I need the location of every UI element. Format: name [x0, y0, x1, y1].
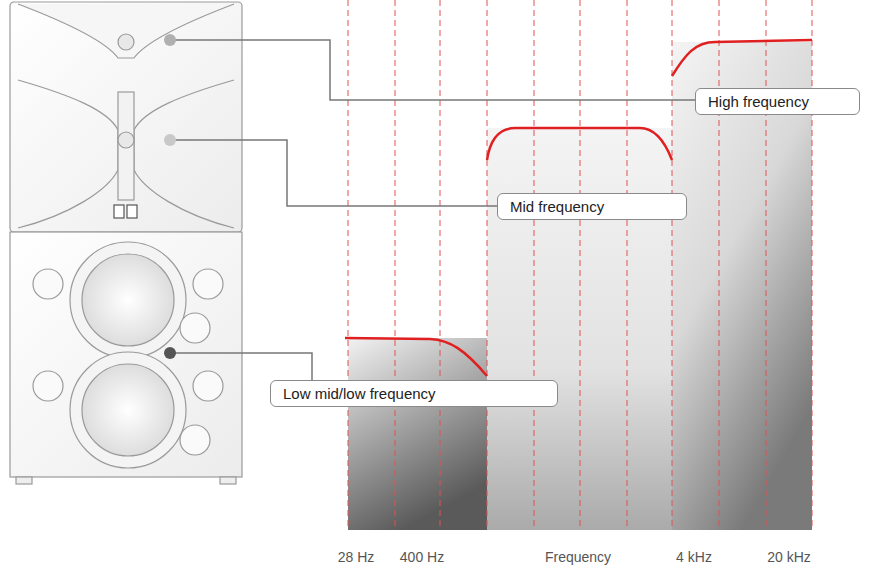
axis-label: 28 Hz [338, 549, 375, 565]
high-band [672, 42, 812, 530]
grid-line [812, 0, 813, 530]
grid-line [719, 0, 720, 530]
axis-label: Frequency [545, 549, 611, 565]
grid-line [580, 0, 581, 530]
callout-text: Mid frequency [510, 197, 674, 216]
callout-box: Mid frequency [497, 193, 687, 220]
grid-line [766, 0, 767, 530]
axis-label: 400 Hz [400, 549, 444, 565]
speaker [10, 2, 242, 484]
callout-box: High frequency [695, 88, 860, 115]
callout-dot [164, 347, 176, 359]
grid-line [348, 0, 349, 530]
grid-line [534, 0, 535, 530]
callout-box: Low mid/low frequency [270, 380, 558, 407]
callout-dot [164, 134, 176, 146]
axis-label: 20 kHz [767, 549, 811, 565]
low-band [348, 338, 487, 530]
grid-line [627, 0, 628, 530]
axis-label: 4 kHz [676, 549, 712, 565]
grid-line [672, 0, 673, 530]
grid-line [395, 0, 396, 530]
grid-line [487, 0, 488, 530]
callout-text: High frequency [708, 92, 847, 111]
leader-lines [170, 40, 695, 380]
mid-band [487, 128, 672, 530]
callout-text: Low mid/low frequency [283, 384, 545, 403]
callout-dot [164, 34, 176, 46]
grid-line [440, 0, 441, 530]
grid-lines [348, 0, 812, 530]
